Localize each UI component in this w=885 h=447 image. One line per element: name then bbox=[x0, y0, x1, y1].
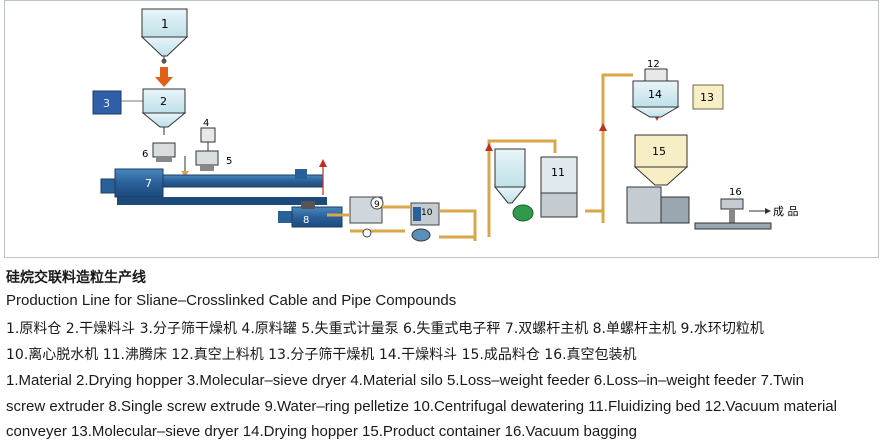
twin-screw-extruder-7: 7 bbox=[100, 159, 327, 205]
legend-english-line-3: conveyer 13.Molecular–sieve dryer 14.Dry… bbox=[6, 423, 637, 440]
molecular-sieve-dryer-3: 3 bbox=[92, 90, 143, 115]
label-9: 9 bbox=[374, 200, 380, 210]
label-5: 5 bbox=[226, 156, 232, 167]
label-15: 15 bbox=[652, 145, 666, 158]
drying-hopper-14: 14 bbox=[631, 80, 680, 118]
product-container-15: 15 bbox=[626, 134, 690, 224]
label-3: 3 bbox=[103, 97, 110, 110]
material-bin-1: 1 bbox=[140, 8, 189, 64]
label-1: 1 bbox=[161, 17, 169, 31]
legend-chinese-line-1: 1.原料仓 2.干燥料斗 3.分子筛干燥机 4.原料罐 5.失重式计量泵 6.失… bbox=[6, 321, 764, 337]
label-14: 14 bbox=[648, 88, 662, 101]
product-label: 成 品 bbox=[773, 205, 799, 218]
production-line-diagram: 1 3 2 4 5 6 7 bbox=[4, 0, 879, 258]
label-11: 11 bbox=[551, 166, 565, 179]
title-chinese: 硅烷交联料造粒生产线 bbox=[6, 270, 146, 286]
vacuum-bagging-16: 16 成 品 bbox=[694, 187, 799, 230]
label-2: 2 bbox=[160, 95, 167, 108]
legend-chinese-line-2: 10.离心脱水机 11.沸腾床 12.真空上料机 13.分子筛干燥机 14.干燥… bbox=[6, 347, 637, 363]
single-screw-extruder-8: 8 bbox=[278, 201, 343, 228]
loss-weight-feeder-5: 5 bbox=[195, 150, 232, 171]
water-ring-pelletizer-9: 9 bbox=[349, 196, 405, 238]
label-6: 6 bbox=[142, 149, 148, 160]
label-4: 4 bbox=[203, 118, 209, 129]
label-10: 10 bbox=[421, 208, 433, 218]
legend-english-line-1: 1.Material 2.Drying hopper 3.Molecular–s… bbox=[6, 372, 804, 389]
label-16: 16 bbox=[729, 187, 742, 198]
label-13: 13 bbox=[700, 91, 714, 104]
molecular-sieve-dryer-13: 13 bbox=[692, 84, 724, 110]
label-7: 7 bbox=[145, 177, 152, 190]
title-english: Production Line for Sliane–Crosslinked C… bbox=[6, 292, 457, 309]
flow-arrow-1-2 bbox=[155, 67, 173, 87]
label-12: 12 bbox=[647, 59, 660, 70]
fluidizing-bed-11: 11 bbox=[493, 148, 578, 222]
centrifugal-dewatering-10: 10 bbox=[410, 202, 440, 242]
vacuum-conveyer-12: 12 bbox=[644, 59, 668, 82]
drying-hopper-2: 2 bbox=[141, 88, 187, 135]
legend-english-line-2: screw extruder 8.Single screw extrude 9.… bbox=[6, 398, 837, 415]
material-silo-4: 4 bbox=[200, 118, 216, 157]
label-8: 8 bbox=[303, 215, 309, 226]
loss-in-weight-feeder-6: 6 bbox=[142, 142, 189, 177]
